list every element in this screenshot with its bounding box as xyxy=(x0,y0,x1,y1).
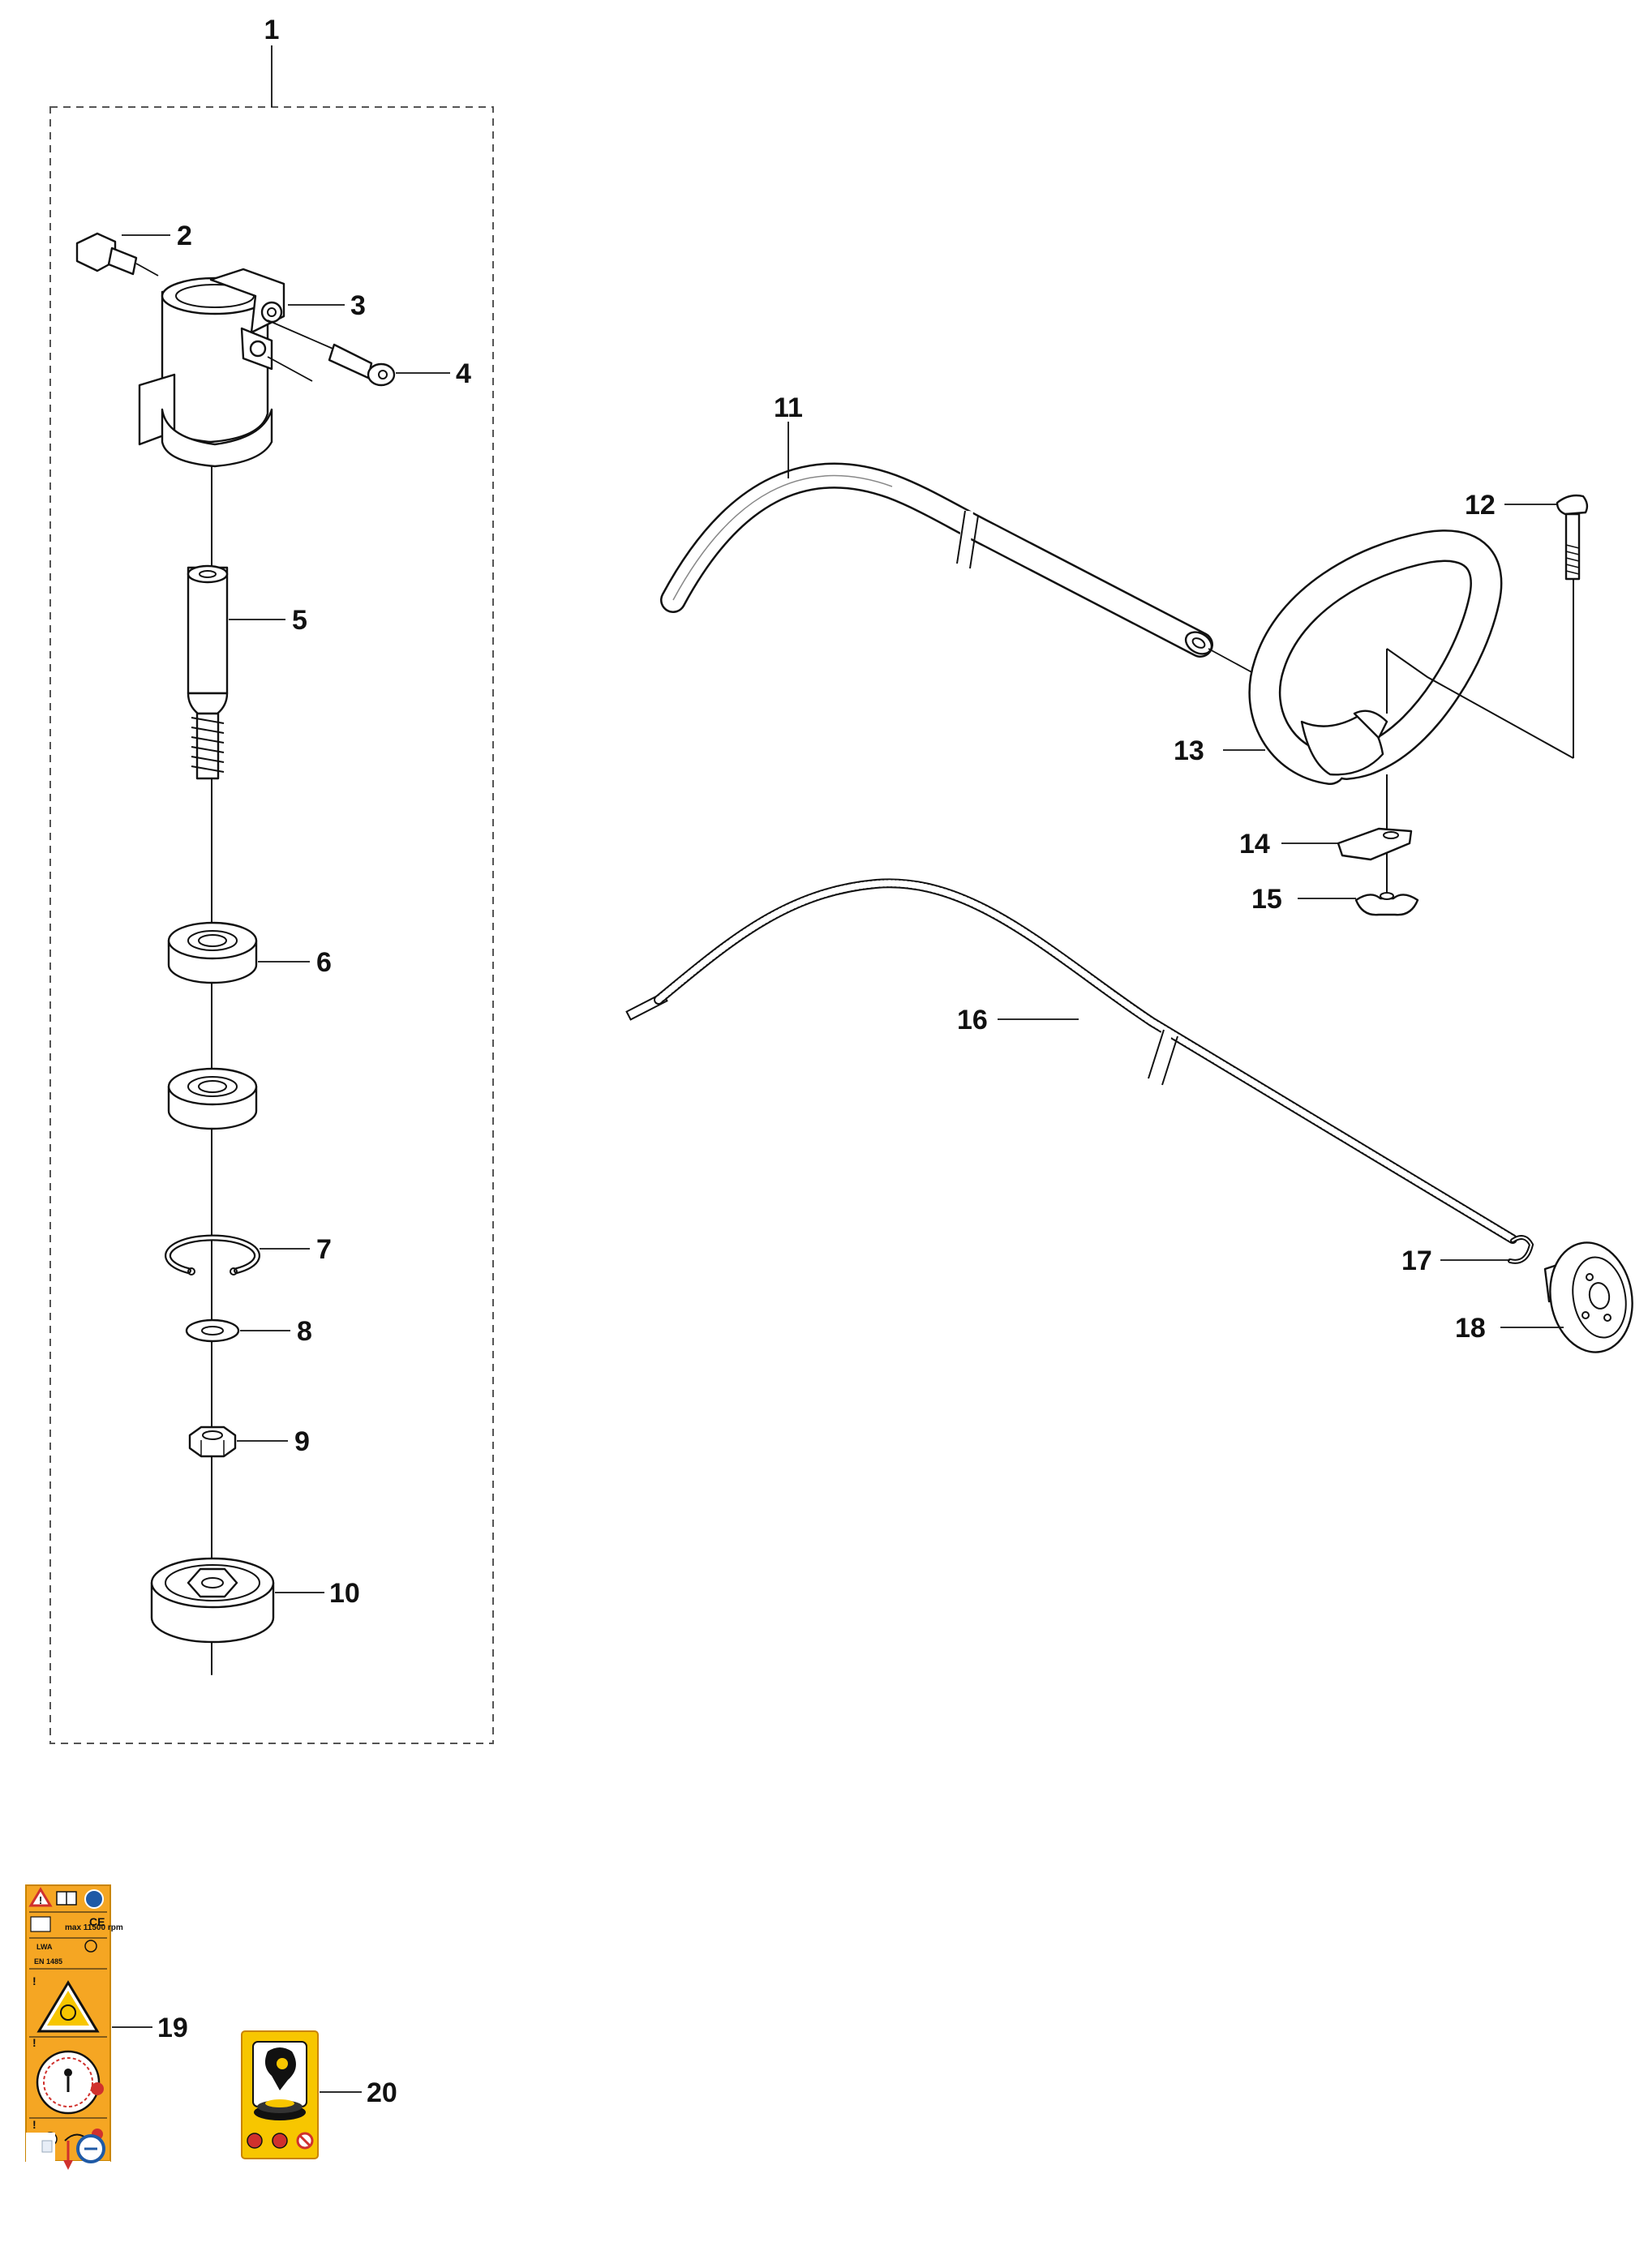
handle-assembly: 11 13 12 xyxy=(660,392,1589,916)
callout-9: 9 xyxy=(294,1426,310,1457)
svg-text:!: ! xyxy=(32,2036,36,2049)
part-12-carriage-bolt xyxy=(1556,494,1589,758)
part-8-washer xyxy=(185,1318,240,1343)
prohibition-icon xyxy=(247,2133,263,2149)
decal-noise-text: LWA xyxy=(36,1943,53,1951)
callout-12: 12 xyxy=(1465,490,1496,521)
part-9-hex-nut xyxy=(188,1426,237,1458)
prohibition-icon xyxy=(272,2133,288,2149)
callout-5: 5 xyxy=(292,605,307,636)
part-11-shaft-tube xyxy=(660,462,1266,680)
assembly-group-1: 1 2 3 xyxy=(49,15,494,1744)
callout-10: 10 xyxy=(329,1578,360,1609)
part-4-screw xyxy=(267,319,396,387)
callout-3: 3 xyxy=(350,290,366,321)
callout-1: 1 xyxy=(264,15,280,45)
part-10-hub-holder xyxy=(150,1557,275,1644)
svg-text:!: ! xyxy=(32,1974,36,1987)
callout-20: 20 xyxy=(367,2077,397,2108)
part-2-hex-bolt xyxy=(75,232,159,277)
part-14-clamp-plate xyxy=(1337,774,1413,908)
part-16-flexible-drive-shaft xyxy=(625,878,1517,1244)
svg-text:!: ! xyxy=(32,2118,36,2131)
callout-17: 17 xyxy=(1401,1245,1432,1276)
part-13-loop-handle xyxy=(1248,529,1574,785)
decal-ce-mark: CE xyxy=(89,1915,105,1928)
callout-15: 15 xyxy=(1251,884,1282,915)
callout-19: 19 xyxy=(157,2013,188,2043)
callout-4: 4 xyxy=(456,358,471,389)
part-17-lock-clip xyxy=(1508,1235,1534,1264)
callout-13: 13 xyxy=(1174,735,1204,766)
callout-11: 11 xyxy=(774,392,803,423)
decal-rpm-text: max 11500 rpm xyxy=(65,1923,123,1932)
part-6-ball-bearing-lower xyxy=(167,1067,258,1130)
callout-2: 2 xyxy=(177,221,192,251)
callout-8: 8 xyxy=(297,1316,312,1347)
part-7-circlip xyxy=(165,1234,260,1275)
svg-text:!: ! xyxy=(39,1894,42,1906)
protective-gear-icon xyxy=(84,1889,104,1909)
callout-6: 6 xyxy=(316,947,332,978)
part-15-wing-nut xyxy=(1354,892,1419,916)
part-3-gear-housing xyxy=(138,268,313,468)
drive-assembly: 16 17 18 xyxy=(625,878,1633,1353)
callout-14: 14 xyxy=(1239,829,1270,860)
part-19-safety-decal: ! max 11500 rpm CE LWA EN 1485 ! ! ! xyxy=(25,1884,123,2172)
part-20-trimmer-head-decal xyxy=(241,2030,319,2159)
part-18-clutch-drum xyxy=(1543,1241,1633,1353)
part-6-ball-bearing-upper xyxy=(167,921,258,984)
callout-16: 16 xyxy=(957,1005,988,1035)
callout-7: 7 xyxy=(316,1234,332,1265)
part-5-drive-shaft xyxy=(187,564,229,780)
callout-18: 18 xyxy=(1455,1313,1486,1344)
decal-code-text: EN 1485 xyxy=(34,1957,62,1966)
